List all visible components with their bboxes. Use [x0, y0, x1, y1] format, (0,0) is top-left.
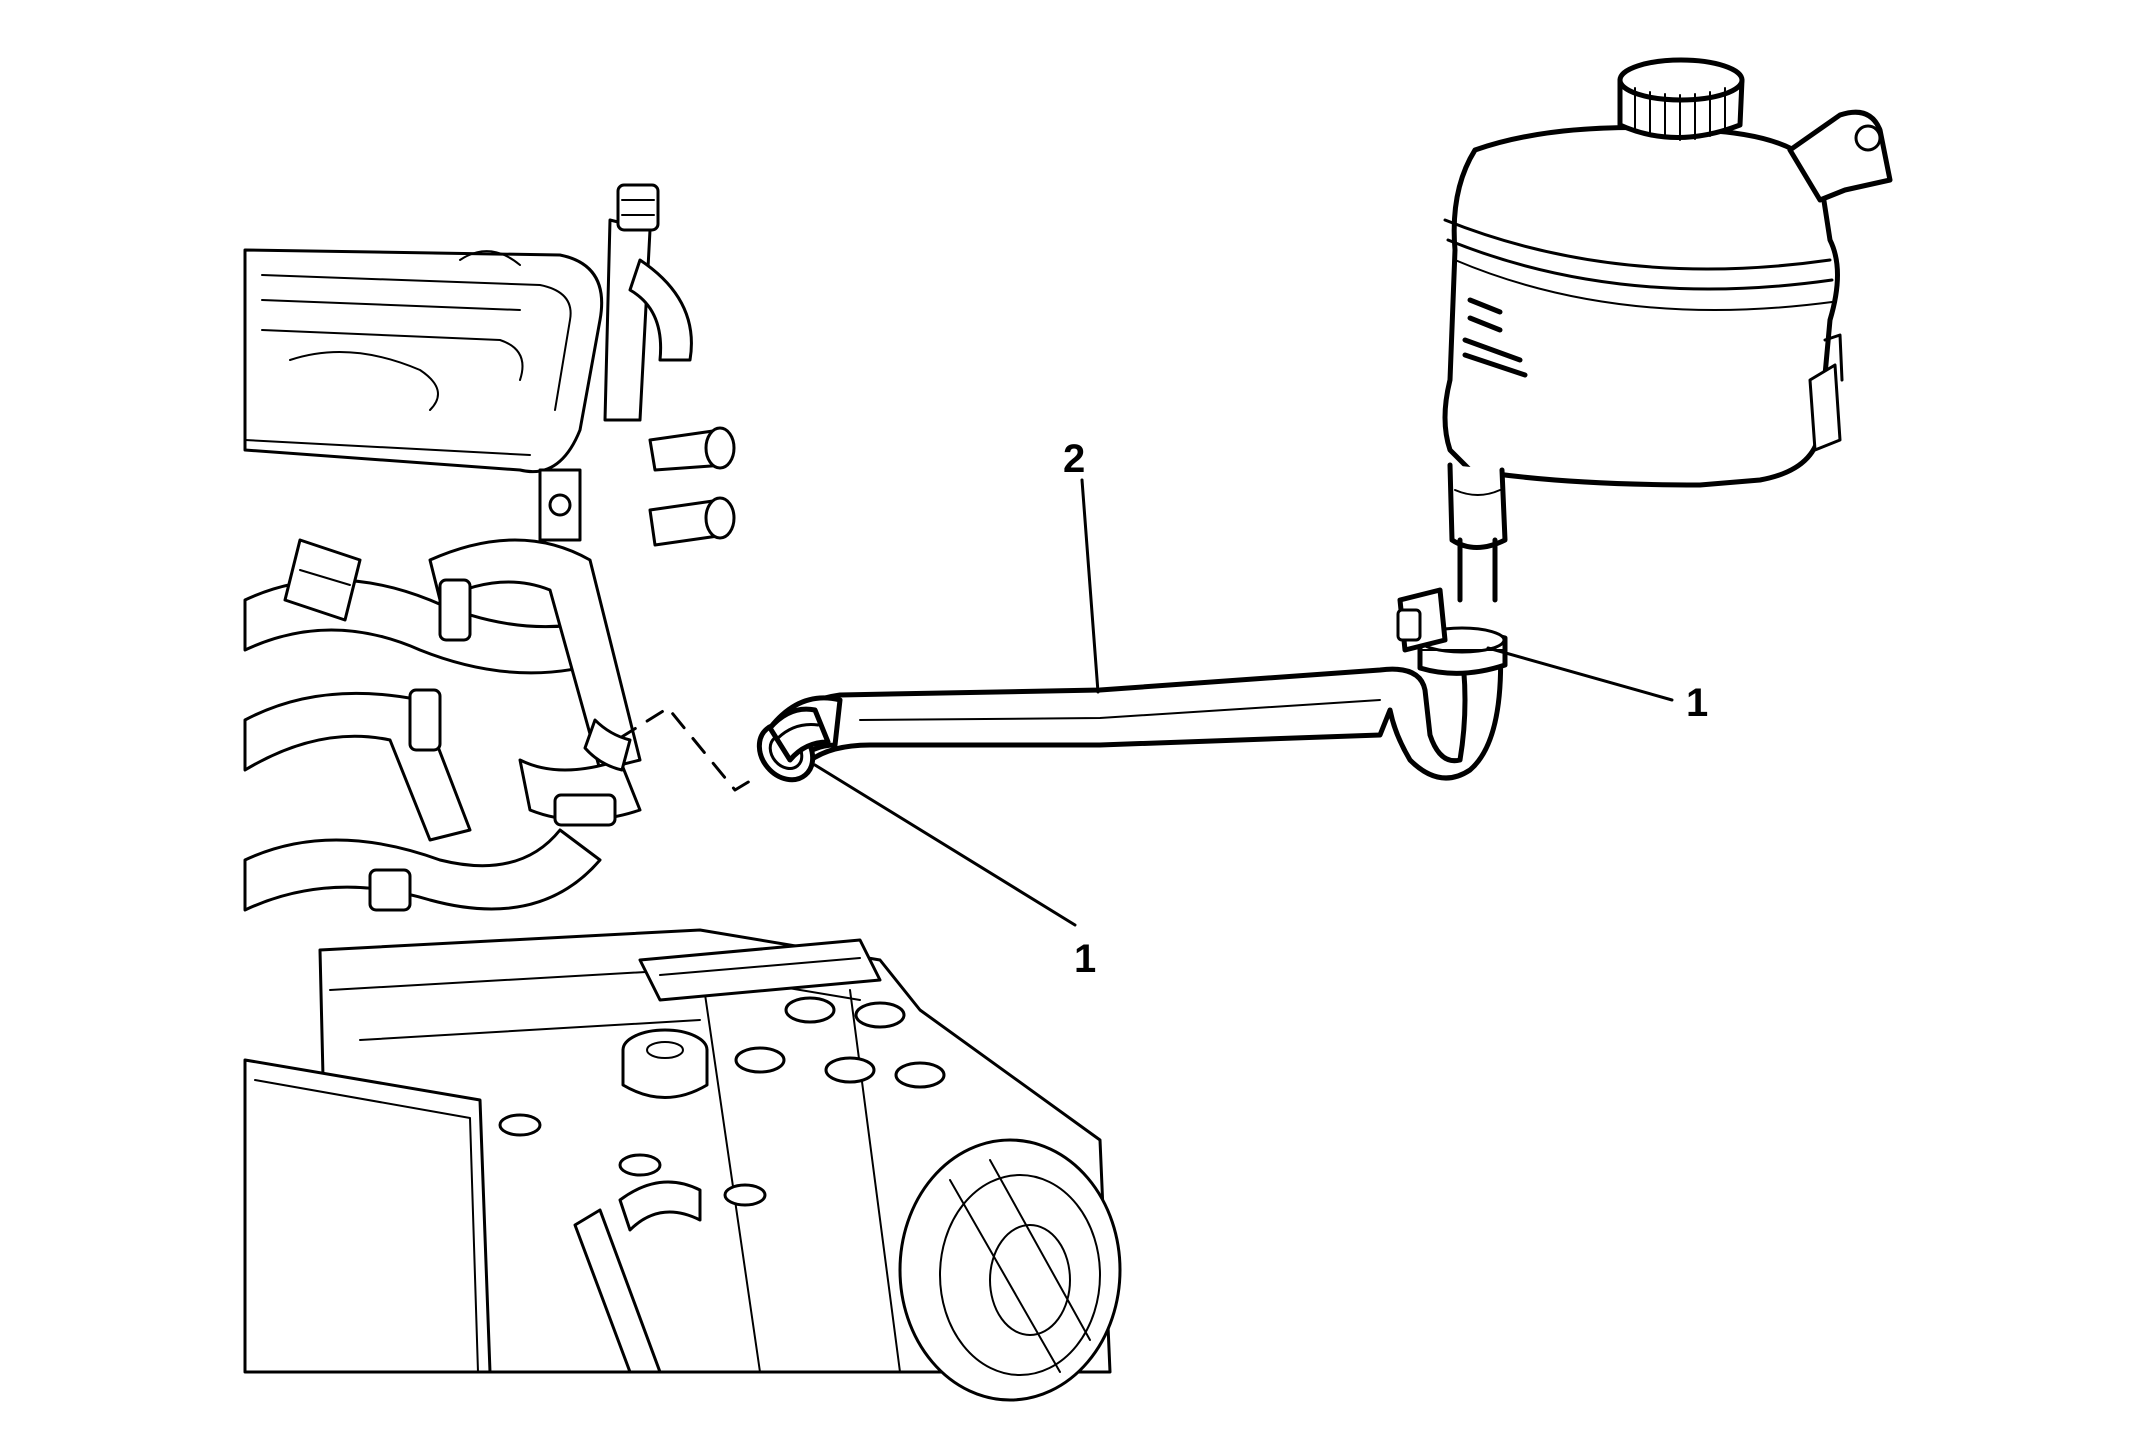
callout-label: 1 — [1686, 681, 1708, 725]
callout-label: 1 — [1074, 937, 1096, 981]
engine-assembly — [243, 183, 1122, 1402]
hose-clamp-engine — [767, 706, 831, 763]
callout-clamp-engine: 1 — [813, 763, 1096, 981]
connection-guide-line — [618, 706, 762, 792]
block-bosses — [498, 996, 946, 1207]
coolant-hose — [756, 637, 1504, 783]
callout-label: 2 — [1063, 437, 1085, 481]
callout-hose: 2 — [1063, 437, 1100, 694]
coolant-reservoir — [1442, 57, 1893, 603]
hose-clamp-tank — [1396, 587, 1508, 676]
callout-clamp-tank: 1 — [1486, 646, 1708, 725]
